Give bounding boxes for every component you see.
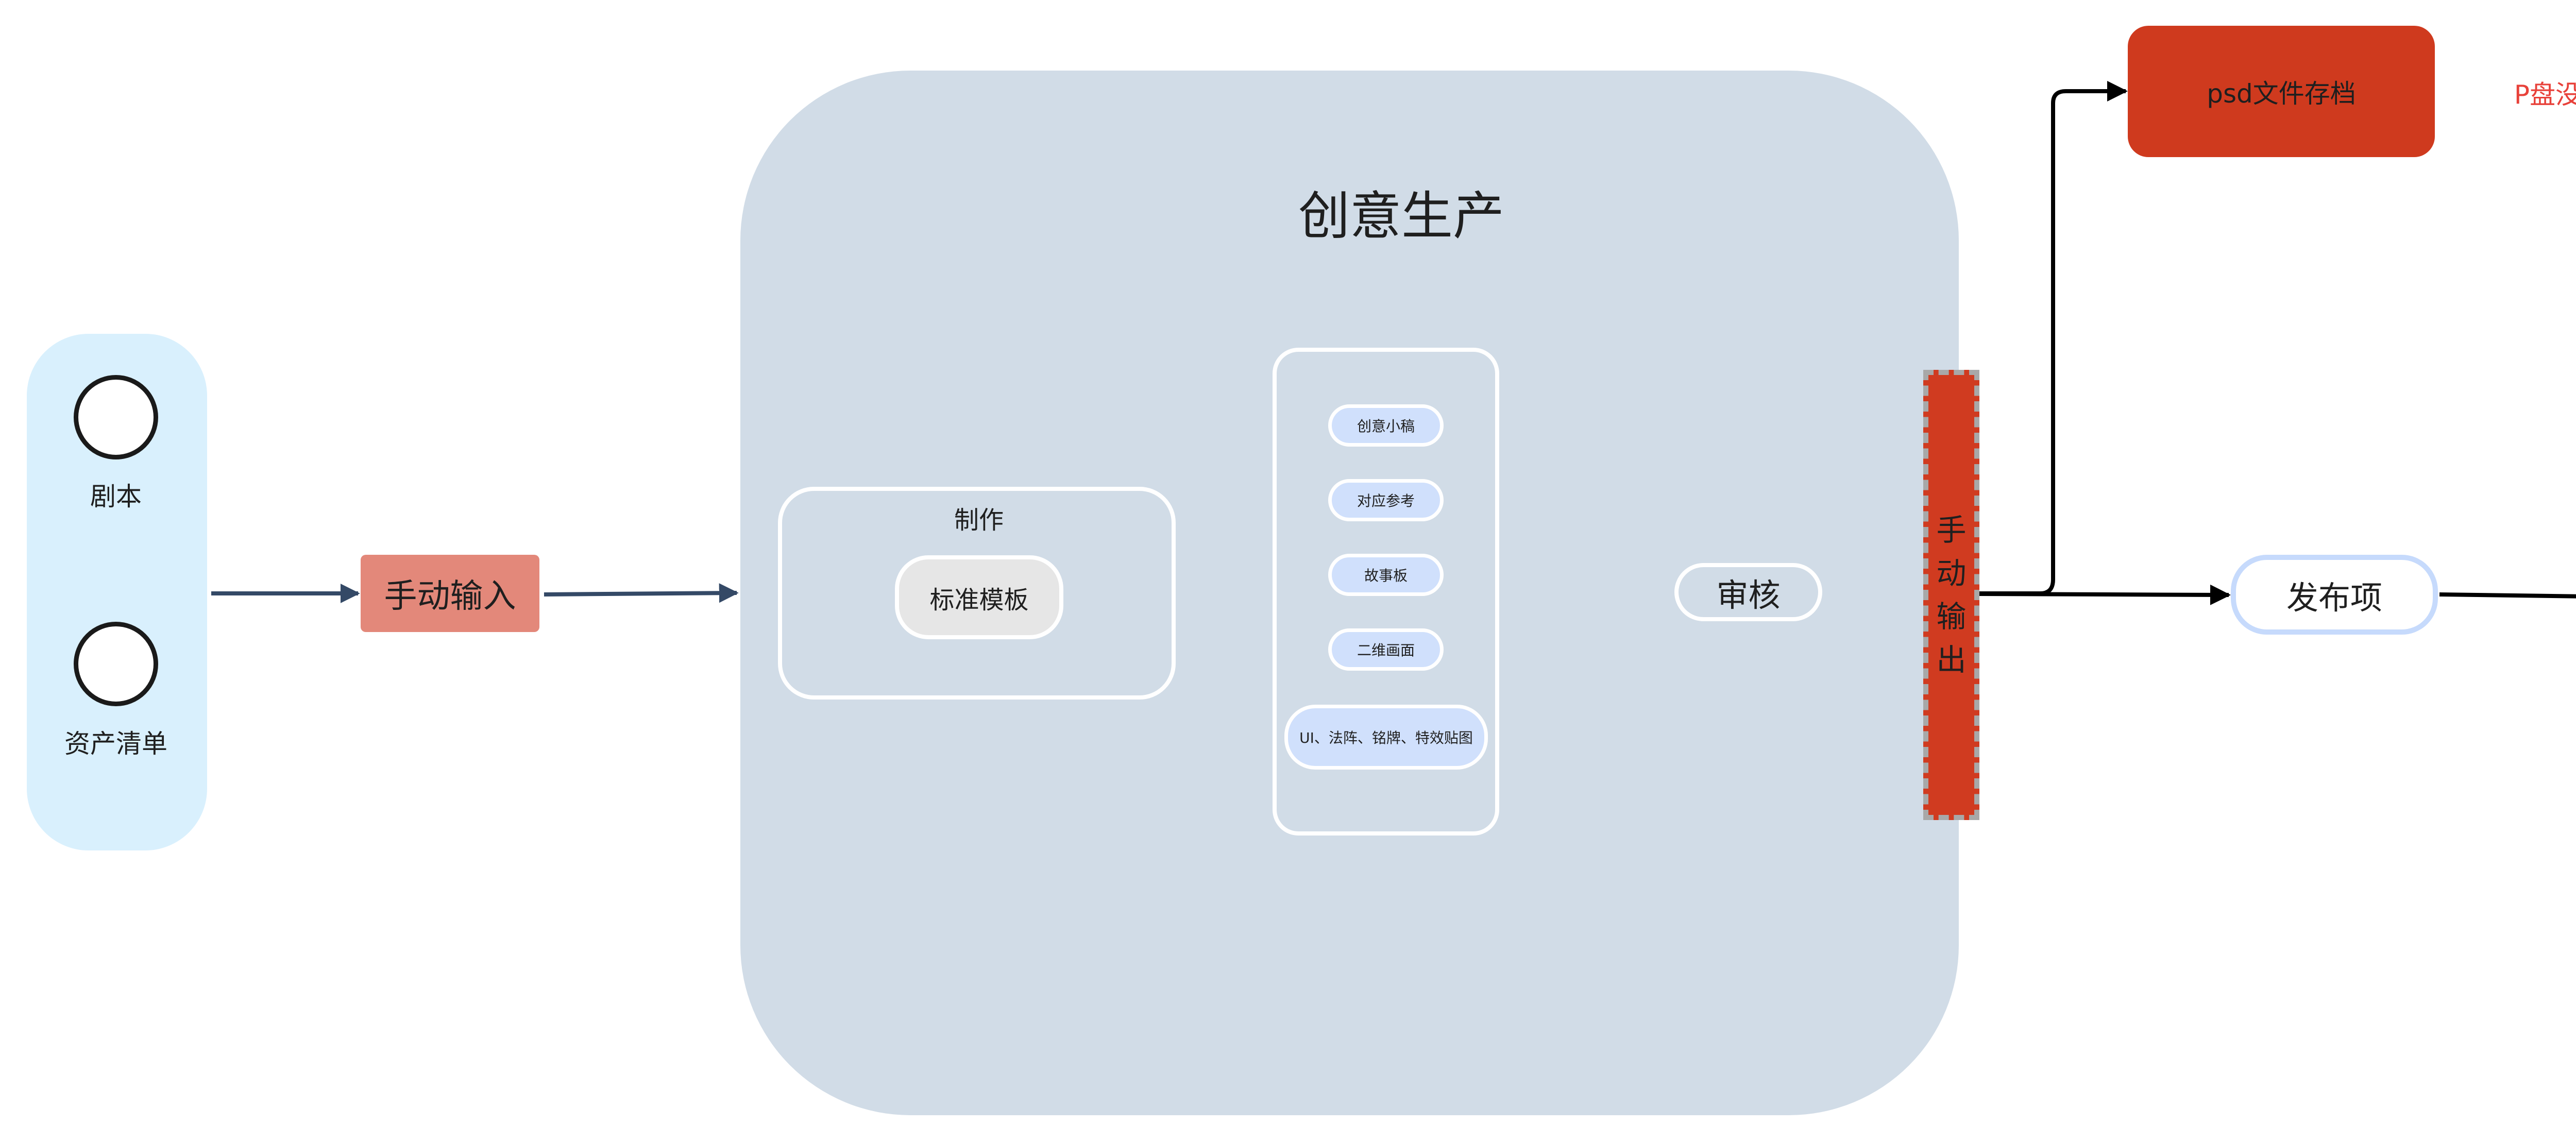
edge-manual-output-to-publish bbox=[1979, 584, 2231, 605]
circle-icon bbox=[74, 375, 158, 459]
edge-publish-to-output-files bbox=[2439, 592, 2576, 599]
manual-output-node[interactable]: 手 动 输 出 bbox=[1923, 370, 1979, 820]
psd-archive-node[interactable]: psd文件存档 bbox=[2128, 26, 2435, 157]
publish-node[interactable]: 发布项 bbox=[2231, 555, 2438, 635]
manual-input-node[interactable]: 手动输入 bbox=[361, 555, 539, 632]
archive-note: P盘没有文件 bbox=[2514, 80, 2576, 110]
input-label-script: 剧本 bbox=[90, 482, 142, 512]
manual-output-char: 手 bbox=[1936, 512, 1967, 548]
manual-output-char: 动 bbox=[1936, 555, 1967, 591]
deliverable-sketch[interactable]: 创意小稿 bbox=[1328, 404, 1444, 447]
manual-output-char: 输 bbox=[1936, 599, 1967, 634]
deliverable-ui-textures[interactable]: UI、法阵、铭牌、特效贴图 bbox=[1284, 705, 1488, 770]
make-group bbox=[778, 487, 1176, 700]
deliverable-reference[interactable]: 对应参考 bbox=[1328, 479, 1444, 521]
circle-icon bbox=[74, 622, 158, 706]
edge-manual-input-to-production bbox=[544, 583, 739, 603]
manual-output-char: 出 bbox=[1936, 642, 1967, 678]
production-title: 创意生产 bbox=[1298, 185, 1504, 246]
edge-manual-output-to-archive bbox=[1979, 81, 2128, 595]
make-title: 制作 bbox=[954, 506, 1004, 535]
deliverable-2d-frame[interactable]: 二维画面 bbox=[1328, 628, 1444, 671]
review-node[interactable]: 审核 bbox=[1674, 563, 1822, 621]
standard-template-node[interactable]: 标准模板 bbox=[895, 555, 1063, 639]
deliverables-group bbox=[1273, 348, 1499, 836]
input-label-asset-list: 资产清单 bbox=[64, 729, 167, 759]
deliverable-storyboard[interactable]: 故事板 bbox=[1328, 554, 1444, 596]
